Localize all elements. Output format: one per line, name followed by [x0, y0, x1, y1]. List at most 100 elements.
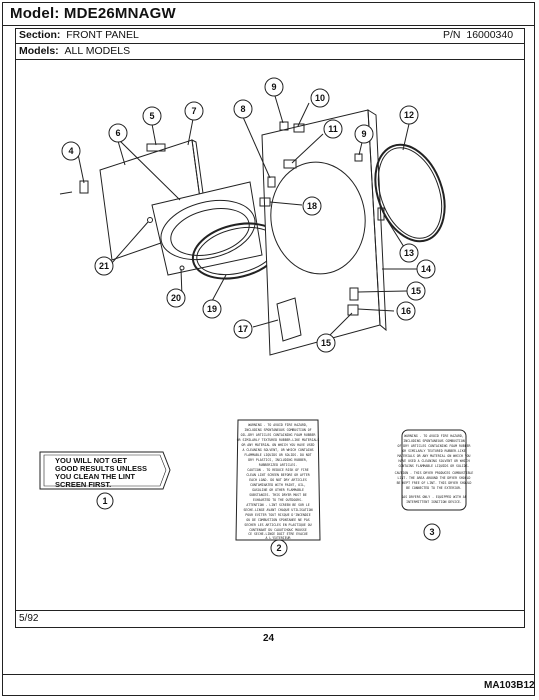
- callout-1: [96, 492, 114, 510]
- clip-8: [267, 176, 276, 188]
- callout-16: [396, 301, 416, 321]
- footer-divider: [2, 674, 535, 675]
- callout-1-text: 1: [102, 496, 107, 506]
- callout-7-text: 7: [191, 106, 196, 116]
- label-2-line-16: EXHAUSTED TO THE OUTDOORS.: [253, 498, 303, 502]
- callout-3: [423, 523, 441, 541]
- model-bar: Model: MDE26MNAGW: [2, 2, 535, 26]
- label-3-line-8: CAUTION - THIS DRYER PRODUCES COMBUSTIBL…: [395, 471, 474, 475]
- callout-9-right: [354, 124, 374, 144]
- label-3-line-9: LINT. THE AREA AROUND THE DRYER SHOULD: [398, 476, 471, 480]
- label-2-line-23: CE SECHE-LINGE DOIT ETRE EVACUE: [248, 532, 308, 536]
- drum-seal-ring-inner: [377, 147, 443, 239]
- section-label: Section:: [19, 29, 61, 41]
- callout-14-text: 14: [421, 264, 431, 274]
- label-2-line-14: GASOLINE OR OTHER FLAMMABLE: [252, 488, 304, 492]
- section-heading: Section: FRONT PANEL: [19, 29, 139, 41]
- lint-label-line-4: SCREEN FIRST.: [55, 480, 111, 489]
- models-label: Models:: [19, 45, 59, 57]
- page-number: 24: [263, 633, 275, 644]
- callout-17-text: 17: [238, 324, 248, 334]
- callout-4: [61, 141, 81, 161]
- label-2-line-22: CONTENANT DU CAOUTCHOUC MOUSSE: [249, 528, 307, 532]
- callout-15-lower-text: 15: [321, 338, 331, 348]
- callout-20-text: 20: [171, 293, 181, 303]
- front-panel-door-opening: [270, 161, 366, 275]
- label-2-line-5: OR ANY MATERIAL ON WHICH YOU HAVE USED: [242, 443, 315, 447]
- lint-reminder-label: [39, 451, 171, 490]
- label-2-line-2: INCLUDING SPONTANEOUS COMBUSTION OF: [244, 428, 311, 432]
- front-panel-edge: [367, 109, 387, 332]
- callout-10: [310, 88, 330, 108]
- callout-14: [416, 259, 436, 279]
- warning-label-3: [401, 429, 467, 511]
- label-2-line-7: FLAMMABLE LIQUIDS OR SOLIDS. DO NOT: [244, 453, 311, 457]
- callout-19-text: 19: [207, 304, 217, 314]
- label-2-line-18: SECHE-LINGE AVANT CHAQUE UTILISATION: [243, 508, 312, 512]
- label-3-line-11: BE CONNECTED TO THE EXTERIOR.: [406, 486, 462, 490]
- label-3-line-5: MATERIALS OR ANY MATERIAL ON WHICH YOU: [398, 454, 471, 458]
- callout-6: [108, 123, 128, 143]
- callout-9-top-text: 9: [271, 82, 276, 92]
- screw-20: [179, 265, 185, 271]
- callout-17: [233, 319, 253, 339]
- screw-21: [147, 217, 153, 223]
- callout-13: [399, 243, 419, 263]
- label-2-line-15: SUBSTANCES. THIS DRYER MUST BE: [249, 493, 307, 497]
- models-heading: Models: ALL MODELS: [19, 45, 130, 57]
- callout-12: [399, 105, 419, 125]
- screw-4: [59, 191, 73, 195]
- callout-12-text: 12: [404, 110, 414, 120]
- label-2-line-4: OR SIMILARLY TEXTURED RUBBER-LIKE MATERI…: [237, 438, 320, 442]
- label-2-line-6: A CLEANING SOLVENT, OR WHICH CONTAINS: [242, 448, 313, 452]
- bracket-16: [347, 304, 359, 316]
- model-label: Model:: [10, 5, 60, 22]
- filter-plate: [276, 297, 302, 342]
- callout-15-lower: [316, 333, 336, 353]
- callout-11: [323, 119, 343, 139]
- label-3-line-3: OF DRY ARTICLES CONTAINING FOAM RUBBER: [398, 444, 471, 448]
- callout-4-text: 4: [68, 146, 73, 156]
- callout-9-right-text: 9: [361, 129, 366, 139]
- label-2-line-13: CONTAMINATED WITH PAINT, OIL,: [250, 483, 306, 487]
- label-2-line-12: EACH LOAD. DO NOT DRY ARTICLES: [249, 478, 307, 482]
- callout-5: [142, 106, 162, 126]
- callout-18: [302, 196, 322, 216]
- lint-label-line-3: YOU CLEAN THE LINT: [55, 472, 135, 481]
- callout-18-text: 18: [307, 201, 317, 211]
- model-title: Model: MDE26MNAGW: [10, 5, 176, 22]
- lint-reminder-label-inner: [43, 454, 167, 487]
- callout-16-text: 16: [401, 306, 411, 316]
- label-3-line-2: INCLUDING SPONTANEOUS COMBUSTION: [403, 439, 464, 443]
- content-box: [15, 28, 525, 628]
- clip-9b: [354, 153, 363, 162]
- callout-9-top: [264, 77, 284, 97]
- callout-15-upper: [406, 281, 426, 301]
- label-3-line-7: CONTAINS FLAMMABLE LIQUIDS OR SOLIDS.: [398, 464, 469, 468]
- clip-9a: [279, 121, 289, 131]
- callout-3-text: 3: [429, 527, 434, 537]
- bracket-15a: [349, 287, 359, 301]
- label-2-line-3: OIL-DRY ARTICLES CONTAINING FOAM RUBBER: [241, 433, 316, 437]
- callout-20: [166, 288, 186, 308]
- models-row: Models: ALL MODELS: [15, 44, 525, 60]
- label-3-line-12: GAS DRYERS ONLY - EQUIPPED WITH AN: [401, 495, 466, 499]
- inner-door-oval: [160, 199, 256, 261]
- label-2-line-10: CAUTION - TO REDUCE RISK OF FIRE: [247, 468, 308, 472]
- callout-13-text: 13: [404, 248, 414, 258]
- callout-2-text: 2: [276, 543, 281, 553]
- part-number: P/N 16000340: [443, 29, 513, 41]
- label-2-line-24: A L'EXTERIEUR: [266, 536, 291, 540]
- label-2-line-21: SECHER LES ARTICLES EN PLASTIQUE OU: [244, 523, 311, 527]
- label-2-line-9: RUBBERIZED ARTICLES.: [259, 463, 297, 467]
- bracket-13: [377, 207, 385, 221]
- label-2-line-17: ATTENTION - LINT SCREEN BE SUR LE: [246, 503, 309, 507]
- callout-10-text: 10: [315, 93, 325, 103]
- drum-seal-ring: [374, 143, 446, 243]
- callout-5-text: 5: [149, 111, 154, 121]
- pn-label: P/N: [443, 29, 461, 41]
- section-row: Section: FRONT PANEL P/N 16000340: [15, 28, 525, 44]
- inner-door-oval-inner: [170, 208, 250, 256]
